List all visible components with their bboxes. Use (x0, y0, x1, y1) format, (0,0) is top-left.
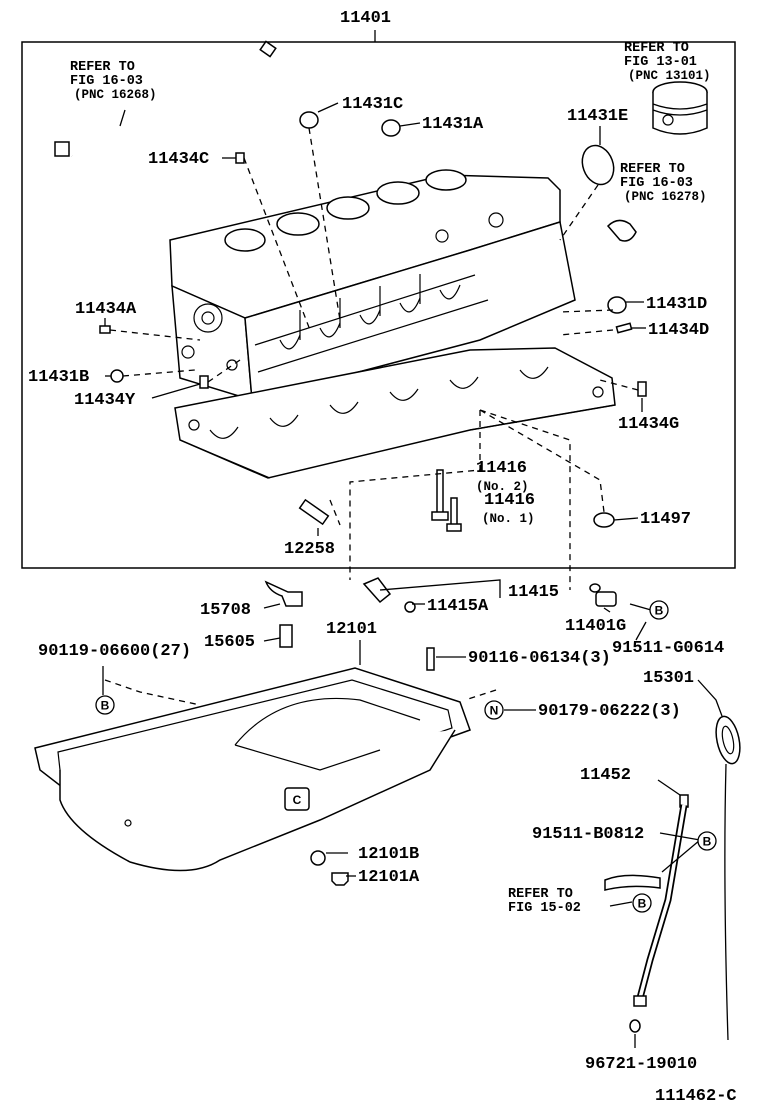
label-11416-no2-sub: (No. 2) (476, 480, 529, 494)
leader-lines (102, 102, 723, 1048)
piston (652, 81, 708, 135)
label-11431E: 11431E (567, 107, 628, 126)
ref-fig-15-02-line1: REFER TO (508, 887, 573, 902)
svg-text:B: B (101, 699, 110, 713)
pin-11434Y (199, 375, 209, 389)
label-91511-G0614: 91511-G0614 (612, 639, 724, 658)
ref-fig-16-03b-line2: FIG 16-03 (620, 176, 693, 191)
oil-tube-assembly (54, 40, 322, 158)
svg-text:B: B (638, 897, 647, 911)
ref-fig-16-03b-line3: (PNC 16278) (624, 190, 707, 204)
pin-11434D (615, 322, 633, 334)
svg-text:N: N (490, 704, 499, 718)
label-12101: 12101 (326, 620, 377, 639)
label-11497: 11497 (640, 510, 691, 529)
label-90119: 90119-06600(27) (38, 642, 191, 661)
label-11434Y: 11434Y (74, 391, 136, 410)
plug-15605 (279, 624, 293, 648)
ref-fig-15-02-line2: FIG 15-02 (508, 901, 581, 916)
svg-text:B: B (655, 604, 664, 618)
label-11431B: 11431B (28, 368, 89, 387)
oil-pan-12101 (34, 667, 471, 872)
ref-marker-b-2: B (95, 695, 115, 715)
label-12101A: 12101A (358, 868, 420, 887)
o-ring-96721 (629, 1019, 641, 1033)
ref-fig-16-03b-line1: REFER TO (620, 162, 685, 177)
drain-plug-12101A (331, 872, 349, 886)
gasket-12101B (310, 850, 326, 866)
label-11434C: 11434C (148, 150, 209, 169)
ref-fig-16-03-line1: REFER TO (70, 60, 135, 75)
label-11415: 11415 (508, 583, 559, 602)
ref-fig-13-01-line2: FIG 13-01 (624, 55, 697, 70)
ref-marker-n: N (484, 700, 504, 720)
label-11415A: 11415A (427, 597, 489, 616)
ref-fig-13-01-line1: REFER TO (624, 41, 689, 56)
pin-11434G (637, 381, 647, 397)
label-11431A: 11431A (422, 115, 484, 134)
label-15301: 15301 (643, 669, 694, 688)
marker-c: C (293, 793, 302, 807)
oil-nozzle-11415 (362, 577, 416, 613)
pin-11434A (99, 325, 111, 334)
label-11434D: 11434D (648, 321, 709, 340)
plug-11431E (581, 144, 615, 186)
engine-block (169, 169, 616, 479)
nut-11497 (593, 512, 615, 528)
pin-11434C (235, 152, 245, 164)
ref-fig-16-03-line2: FIG 16-03 (70, 74, 143, 89)
label-96721-19010: 96721-19010 (585, 1055, 697, 1074)
label-91511-B0812: 91511-B0812 (532, 825, 644, 844)
ref-marker-b-1: B (649, 600, 669, 620)
label-15708: 15708 (200, 601, 251, 620)
oil-pressure-switch-15708 (264, 580, 303, 607)
dipstick-guide-11452 (604, 794, 689, 1007)
label-90179: 90179-06222(3) (538, 702, 681, 721)
label-11431D: 11431D (646, 295, 707, 314)
plug-11431A (381, 119, 401, 137)
label-11416-no1: 11416 (484, 491, 535, 510)
ref-fig-16-03-line3: (PNC 16268) (74, 88, 157, 102)
bolt-90116 (426, 647, 435, 671)
label-11434A: 11434A (75, 300, 137, 319)
ref-marker-b-3: B (697, 831, 717, 851)
label-11401: 11401 (340, 9, 391, 28)
block-group-frame (21, 41, 736, 569)
label-11431C: 11431C (342, 95, 403, 114)
union-fitting (606, 219, 637, 242)
pin-12258 (298, 498, 330, 526)
ref-fig-13-01-line3: (PNC 13101) (628, 69, 711, 83)
label-12101B: 12101B (358, 845, 419, 864)
plug-11431D (607, 296, 627, 314)
ref-marker-b-4: B (632, 893, 652, 913)
label-11452: 11452 (580, 766, 631, 785)
dashed-guides (104, 127, 639, 706)
label-11434G: 11434G (618, 415, 679, 434)
bolts-11416 (431, 469, 462, 532)
label-12258: 12258 (284, 540, 335, 559)
label-11416-no1-sub: (No. 1) (482, 512, 535, 526)
dipstick-15301 (715, 715, 741, 1041)
label-11401G: 11401G (565, 617, 626, 636)
diagram-id: 111462-C (655, 1087, 737, 1106)
plug-11431C (299, 111, 319, 129)
label-11416-no2: 11416 (476, 459, 527, 478)
svg-text:B: B (703, 835, 712, 849)
label-15605: 15605 (204, 633, 255, 652)
label-90116: 90116-06134(3) (468, 649, 611, 668)
plug-11431B (110, 369, 124, 383)
drain-cock-11401G (595, 591, 617, 607)
